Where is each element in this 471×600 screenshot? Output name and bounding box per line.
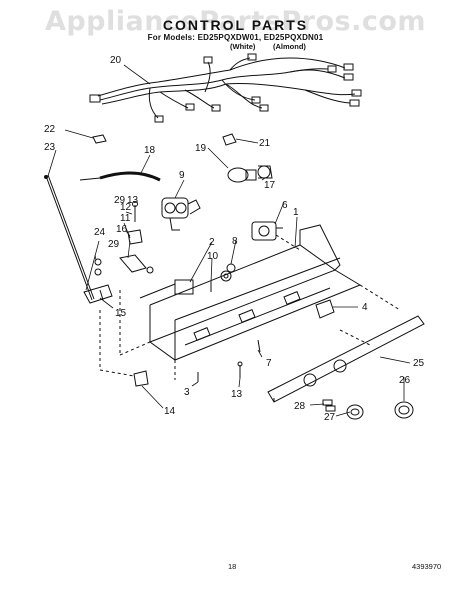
callout-28: 28 [294, 401, 306, 412]
knob-16 [119, 254, 154, 274]
callout-18: 18 [144, 145, 156, 156]
callout-17: 17 [264, 180, 276, 191]
part-8 [226, 263, 236, 273]
callout-25: 25 [413, 358, 425, 369]
callout-29-upper: 29 [114, 195, 126, 206]
knob-26 [394, 401, 414, 419]
callout-13-upper: 13 [127, 195, 139, 206]
color-white-label: (White) [230, 42, 256, 51]
bracket-14 [133, 370, 149, 387]
callout-1: 1 [293, 207, 299, 218]
leader-lines [47, 64, 411, 417]
lever-15 [83, 284, 113, 304]
callout-3: 3 [184, 387, 190, 398]
watermark: AppliancePartsPros.com [44, 6, 427, 37]
control-housing [139, 224, 362, 361]
bracket-12 [127, 229, 143, 245]
connector-part-22 [92, 134, 107, 144]
page-number: 18 [228, 562, 237, 571]
clip-28 [322, 399, 336, 412]
callout-12: 12 [120, 202, 132, 213]
callout-2: 2 [209, 237, 215, 248]
washer-29 [94, 258, 102, 276]
callout-21: 21 [259, 138, 271, 149]
bracket-4 [315, 299, 335, 319]
screw-13-upper [132, 201, 138, 222]
wire-harness [89, 53, 362, 123]
socket-21 [222, 133, 237, 146]
callout-16: 16 [116, 224, 128, 235]
callout-8: 8 [232, 236, 238, 247]
lamp-socket-17 [257, 165, 273, 179]
models-line: For Models: ED25PQXDW01, ED25PQXDN01 [147, 33, 324, 42]
rod-part-23 [44, 174, 95, 301]
lamp-bulb-19 [227, 167, 257, 183]
callout-27: 27 [324, 412, 336, 423]
thermostat-6 [251, 221, 283, 241]
callout-23: 23 [44, 142, 56, 153]
callout-11: 11 [120, 213, 131, 224]
callout-7: 7 [266, 358, 272, 369]
valve-part-9 [161, 197, 201, 231]
callout-13-lower: 13 [231, 389, 243, 400]
knob-27 [346, 404, 364, 420]
screw-7 [257, 339, 261, 353]
callout-29-lower: 29 [108, 239, 120, 250]
callout-4: 4 [362, 302, 368, 313]
front-panel-25 [267, 315, 425, 403]
callout-9: 9 [179, 170, 185, 181]
tube-part-18 [79, 171, 161, 182]
page-title: CONTROL PARTS [162, 17, 309, 33]
callout-15: 15 [115, 308, 127, 319]
callout-26: 26 [399, 375, 411, 386]
document-number: 4393970 [412, 562, 442, 571]
callout-6: 6 [282, 200, 288, 211]
callout-labels: 20 22 23 18 9 19 21 17 6 1 29 13 12 11 1… [44, 55, 425, 423]
callout-10: 10 [207, 251, 219, 262]
guide-lines [99, 234, 401, 380]
callout-19: 19 [195, 143, 207, 154]
callout-24: 24 [94, 227, 106, 238]
callout-22: 22 [44, 124, 56, 135]
callout-20: 20 [110, 55, 122, 66]
screw-13-lower [237, 361, 243, 378]
color-almond-label: (Almond) [273, 42, 306, 51]
callout-14: 14 [164, 406, 176, 417]
